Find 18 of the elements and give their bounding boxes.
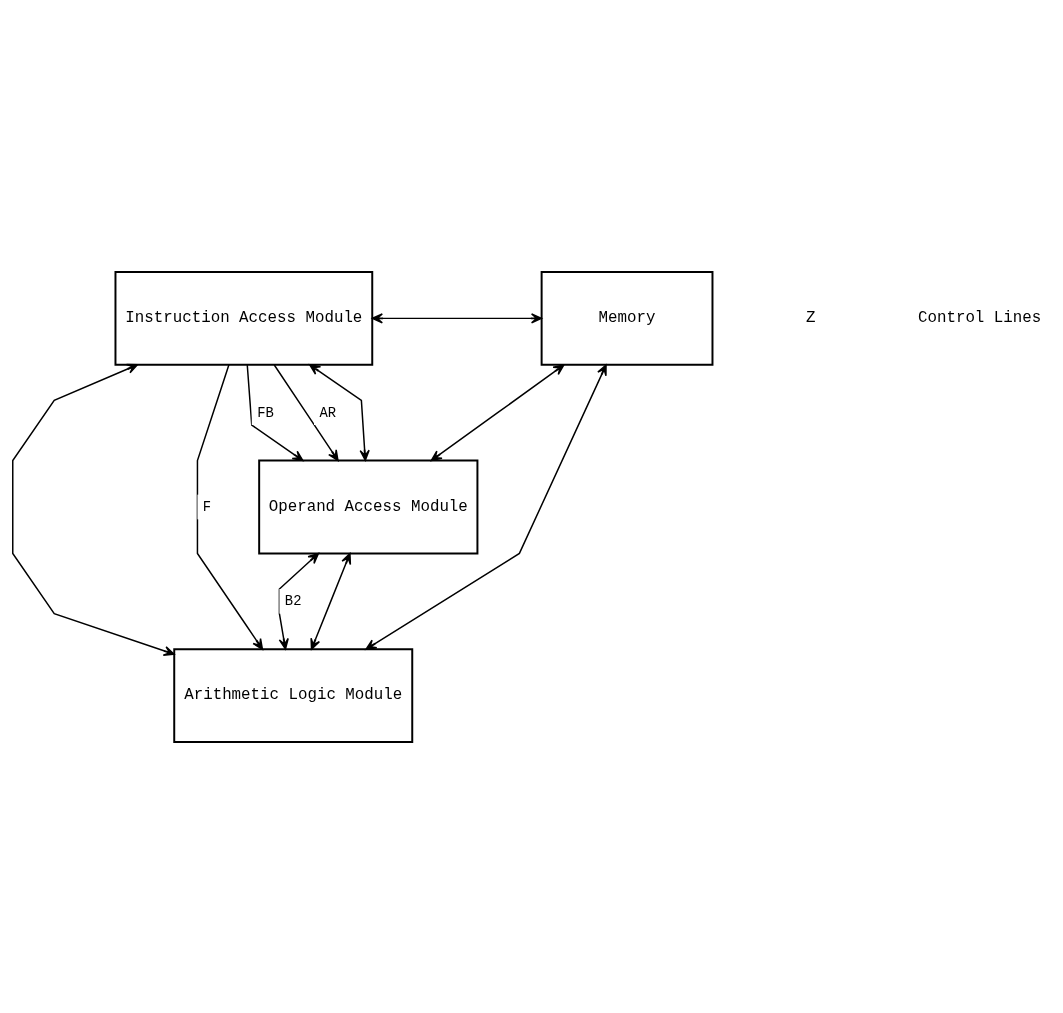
arrow [12,363,175,656]
arrow [196,363,264,650]
edge-label: AR [319,404,336,421]
arrow [365,363,607,650]
edge-label: F [202,498,212,515]
edge-label: B2 [284,592,302,609]
arrow [310,552,352,650]
arrow [246,363,304,461]
node-box: Arithmetic Logic Module [173,647,414,743]
node-box: Operand Access Module [258,459,479,554]
arrow [309,363,370,461]
edge-label: FB [257,404,274,421]
arrow [371,312,543,324]
node-box: Memory [540,270,714,366]
label: Z [806,308,816,327]
arrow [430,363,565,461]
label: Control Lines [918,308,1042,327]
node-box: Instruction Access Module [114,270,374,366]
